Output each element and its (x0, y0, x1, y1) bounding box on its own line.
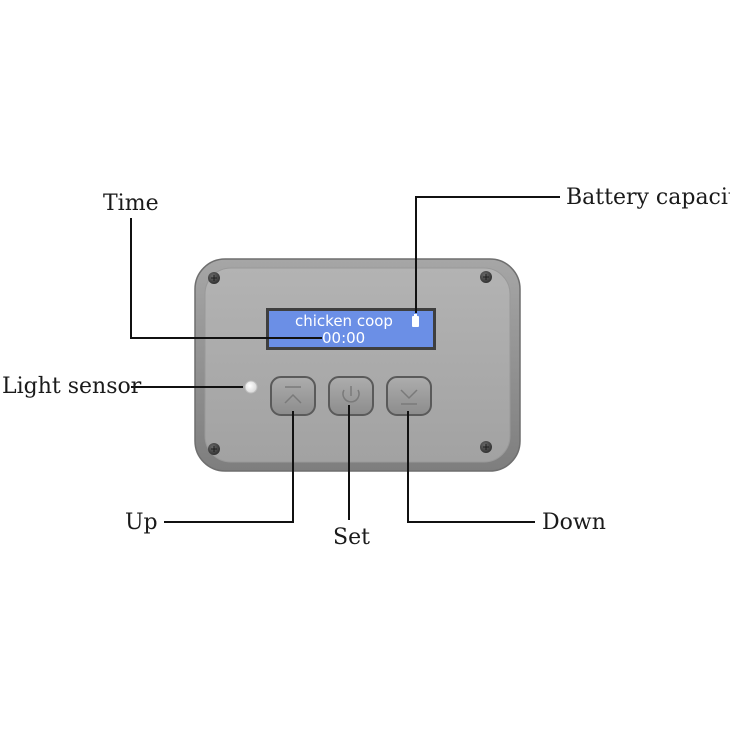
light-sensor-label: Light sensor (2, 374, 142, 399)
display-line-2: 00:00 (322, 329, 366, 347)
screw-icon (208, 272, 220, 284)
down-arrow-icon (400, 389, 418, 405)
down-leader-line (407, 411, 535, 523)
screw-icon (480, 271, 492, 283)
up-label: Up (125, 510, 158, 535)
down-label: Down (542, 510, 606, 535)
battery-icon (412, 314, 419, 327)
set-button[interactable] (328, 376, 374, 416)
up-leader-line (164, 411, 294, 523)
set-label: Set (333, 525, 370, 550)
display-line-1: chicken coop (295, 312, 393, 330)
screw-icon (480, 441, 492, 453)
down-button[interactable] (386, 376, 432, 416)
battery-capacity-label: Battery capacity (566, 185, 730, 210)
screw-icon (208, 443, 220, 455)
up-arrow-icon (284, 386, 302, 404)
power-icon (342, 386, 360, 403)
time-label: Time (103, 191, 159, 216)
light-sensor (244, 380, 258, 394)
time-leader-line (130, 218, 322, 339)
battery-leader-line (415, 196, 560, 313)
lcd-screen (269, 311, 433, 347)
device-face (204, 267, 511, 463)
up-button[interactable] (270, 376, 316, 416)
